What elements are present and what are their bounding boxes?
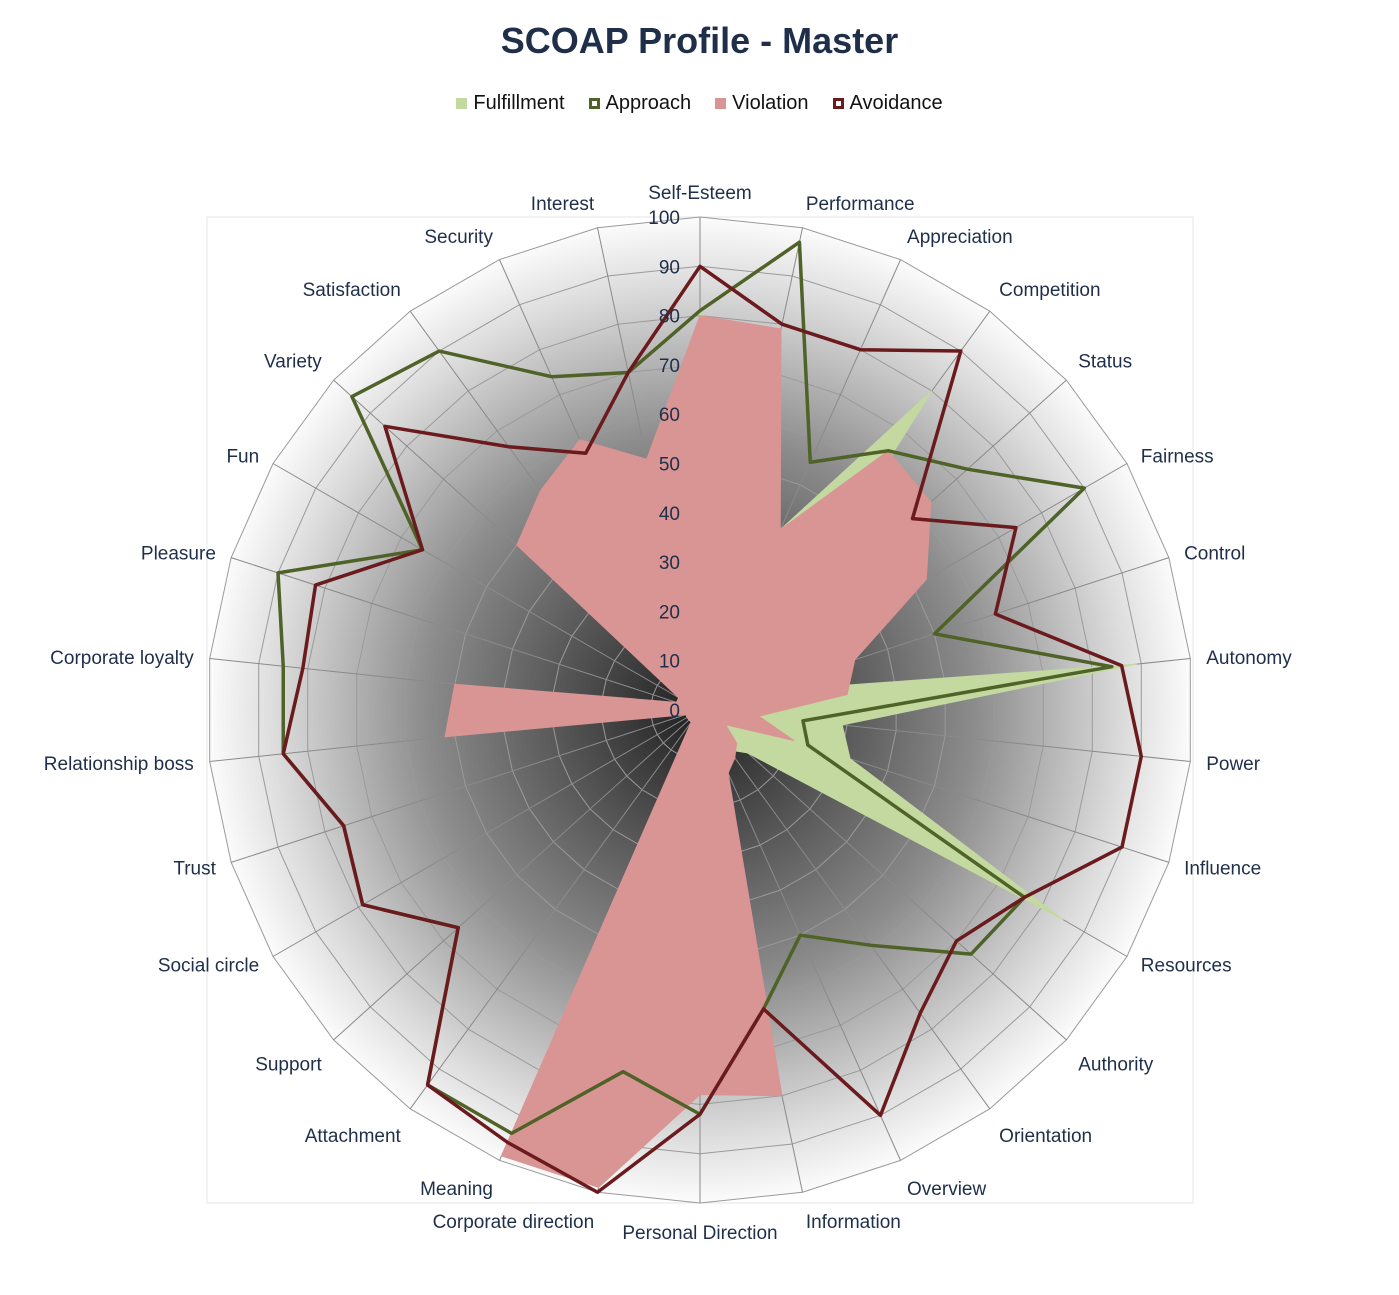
grid-spoke — [230, 709, 701, 863]
axis-tick-label: 70 — [659, 356, 680, 377]
axis-tick-label: 90 — [659, 257, 680, 278]
category-label: Overview — [907, 1179, 986, 1200]
chart-title: SCOAP Profile - Master — [500, 20, 899, 61]
axis-tick-label: 0 — [669, 701, 680, 722]
axis-tick-label: 30 — [659, 553, 680, 574]
category-label: Pleasure — [141, 544, 216, 565]
legend-swatch-fulfillment — [456, 98, 468, 109]
category-label: Relationship boss — [44, 754, 194, 775]
category-label: Self-Esteem — [648, 183, 751, 204]
axis-tick-label: 80 — [659, 307, 680, 328]
chart-legend: Fulfillment Approach Violation Avoidance — [0, 92, 1399, 115]
category-label: Meaning — [420, 1179, 493, 1200]
category-label: Control — [1184, 544, 1245, 565]
category-label: Variety — [264, 351, 322, 372]
legend-swatch-violation — [715, 98, 727, 109]
series-line-avoidance — [281, 264, 1144, 1194]
legend-swatch-avoidance — [832, 98, 844, 109]
category-label: Fun — [226, 447, 259, 468]
axis-tick-label: 60 — [659, 405, 680, 426]
category-label: Influence — [1184, 858, 1261, 879]
category-label: Support — [255, 1055, 322, 1076]
legend-item-fulfillment: Fulfillment — [456, 92, 565, 115]
legend-label-avoidance: Avoidance — [849, 92, 943, 114]
category-label: Security — [424, 227, 493, 248]
axis-tick-label: 40 — [659, 504, 680, 525]
category-label: Performance — [806, 194, 915, 215]
grid-spoke — [699, 709, 991, 1110]
category-label: Power — [1206, 754, 1261, 775]
series-area-violation — [444, 315, 932, 1188]
axis-tick-label: 10 — [659, 652, 680, 673]
axis-tick-label: 100 — [648, 208, 680, 229]
axis-tick-label: 50 — [659, 455, 680, 476]
category-label: Personal Direction — [622, 1223, 777, 1244]
legend-item-violation: Violation — [715, 92, 809, 115]
category-label: Status — [1078, 351, 1132, 372]
category-label: Orientation — [999, 1126, 1092, 1147]
grid-spoke — [272, 463, 701, 711]
category-label: Social circle — [158, 956, 259, 977]
legend-swatch-approach — [588, 98, 600, 109]
legend-item-approach: Approach — [588, 92, 692, 115]
category-label: Fairness — [1141, 447, 1214, 468]
legend-label-fulfillment: Fulfillment — [473, 92, 565, 114]
category-label: Interest — [531, 194, 595, 215]
category-label: Attachment — [305, 1126, 402, 1147]
category-label: Appreciation — [907, 227, 1013, 248]
category-label: Corporate direction — [433, 1212, 595, 1233]
grid-spoke — [272, 709, 701, 957]
category-label: Information — [806, 1212, 901, 1233]
category-label: Satisfaction — [303, 280, 401, 301]
legend-item-avoidance: Avoidance — [832, 92, 943, 115]
category-label: Autonomy — [1206, 648, 1292, 669]
category-label: Authority — [1078, 1055, 1153, 1076]
legend-label-approach: Approach — [605, 92, 692, 114]
grid-spoke — [699, 709, 1067, 1041]
category-label: Competition — [999, 280, 1100, 301]
grid-spoke — [409, 709, 701, 1110]
grid-spoke — [230, 557, 701, 711]
category-label: Resources — [1141, 956, 1232, 977]
legend-label-violation: Violation — [732, 92, 809, 114]
category-label: Trust — [173, 858, 216, 879]
axis-tick-label: 20 — [659, 602, 680, 623]
grid-spoke — [333, 709, 701, 1041]
category-label: Corporate loyalty — [50, 648, 194, 669]
